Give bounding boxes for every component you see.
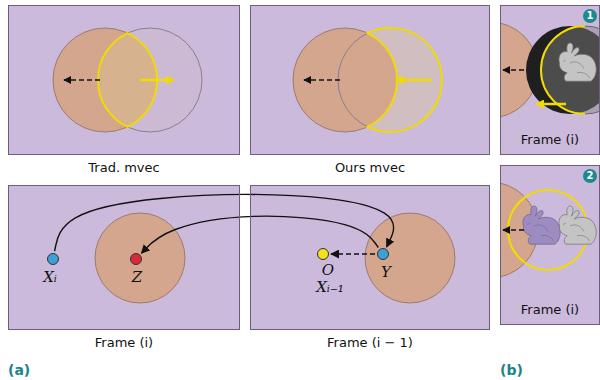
- panel-caption: Frame (i): [95, 335, 153, 351]
- view-panel: Ours mvec: [250, 5, 490, 155]
- motion-link: [331, 253, 375, 254]
- b-panel-1-art: [500, 5, 600, 155]
- frame-panel: Frame (i)XᵢZ: [8, 185, 240, 330]
- point-label: Xᵢ₋₁: [316, 279, 344, 296]
- panel-caption: Frame (i − 1): [327, 335, 413, 351]
- panel-caption: Trad. mvec: [88, 160, 159, 176]
- point-label: Y: [381, 264, 391, 281]
- point-label: O: [322, 262, 334, 279]
- panel-caption: Frame (i): [521, 302, 579, 318]
- motion-link: [141, 216, 378, 253]
- panel-tag: (a): [8, 362, 30, 378]
- pixel-dot: Y: [377, 248, 389, 260]
- ours-panel-art: [250, 5, 490, 155]
- trad-panel-art: [8, 5, 240, 155]
- result-panel: Frame (i): [500, 165, 600, 325]
- frame-panel: Frame (i − 1)OXᵢ₋₁Y: [250, 185, 490, 330]
- result-panel: Frame (i): [500, 5, 600, 155]
- callout-number: 1: [583, 9, 597, 23]
- point-label: Z: [132, 269, 142, 286]
- b-panel-2-art: [500, 165, 600, 325]
- panel-caption: Ours mvec: [335, 160, 405, 176]
- callout-number: 2: [583, 169, 597, 183]
- pixel-dot: Z: [130, 253, 142, 265]
- panel-caption: Frame (i): [521, 132, 579, 148]
- panel-tag: (b): [500, 362, 523, 378]
- point-label: Xᵢ: [43, 269, 57, 286]
- motion-link: [55, 195, 394, 252]
- frame-i-art: [8, 185, 240, 330]
- view-panel: Trad. mvec: [8, 5, 240, 155]
- pixel-dot: OXᵢ₋₁: [317, 248, 329, 260]
- pixel-dot: Xᵢ: [47, 253, 59, 265]
